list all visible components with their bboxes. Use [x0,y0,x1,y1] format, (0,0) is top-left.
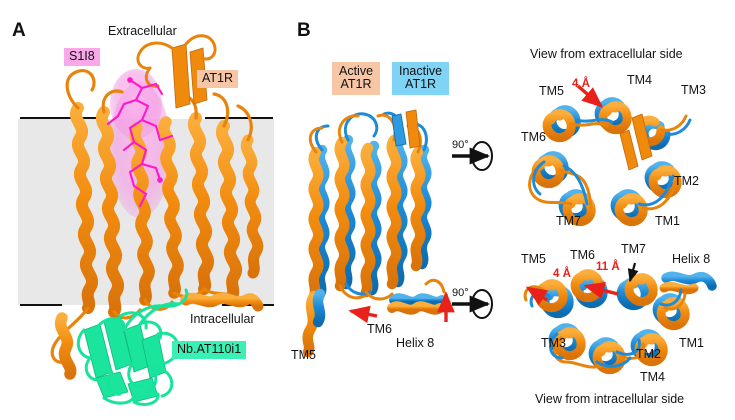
tag-at1r: AT1R [197,70,239,89]
panel-a-letter: A [12,20,26,41]
membrane-line-extracellular-right [205,117,273,119]
ec-label-tm7: TM7 [556,214,581,228]
rotation-label-top: 90° [452,139,469,151]
side-label-tm5: TM5 [291,348,316,362]
side-label-helix8: Helix 8 [396,336,435,350]
ic-label-helix8: Helix 8 [672,252,711,266]
ic-label-tm5: TM5 [521,252,546,266]
ec-label-tm2: TM2 [674,174,699,188]
membrane-line-intracellular-right [222,304,274,306]
membrane-line-extracellular [20,117,105,119]
ec-measure-4a: 4 Å [572,78,590,90]
legend-active-line1: Active [339,64,374,78]
ic-label-tm7: TM7 [621,242,646,256]
legend-inactive-at1r: Inactive AT1R [392,62,450,96]
side-view-arrows [348,291,455,324]
tag-nanobody: Nb.AT110i1 [172,341,247,360]
label-extracellular: Extracellular [108,24,177,38]
ic-label-tm2: TM2 [636,347,661,361]
ic-label-tm4: TM4 [640,370,665,384]
rotation-label-bottom: 90° [452,287,469,299]
ic-label-tm1: TM1 [679,336,704,350]
nanobody-structure [76,288,189,406]
legend-active-at1r: Active AT1R [332,62,381,96]
membrane-line-intracellular [20,304,62,306]
legend-inactive-line2: AT1R [405,77,437,92]
panel-b-letter: B [297,20,311,41]
legend-active-line2: AT1R [340,77,372,92]
ec-label-tm3: TM3 [681,83,706,97]
ic-label-tm6: TM6 [570,248,595,262]
ic-measure-4a: 4 Å [553,268,571,280]
intracellular-view-title: View from intracellular side [535,392,685,406]
label-intracellular: Intracellular [190,312,255,326]
side-view-superposition [302,109,455,358]
ec-label-tm4: TM4 [627,73,652,87]
extracellular-view-title: View from extracellular side [530,47,683,61]
side-label-tm6: TM6 [367,322,392,336]
ic-label-tm3: TM3 [541,336,566,350]
ic-measure-11a: 11 Å [596,261,620,273]
legend-inactive-line1: Inactive [399,64,443,78]
ec-label-tm6: TM6 [521,130,546,144]
membrane-band [18,119,274,305]
extracellular-view-structure [528,84,692,227]
ec-label-tm1: TM1 [655,214,680,228]
ec-label-tm5: TM5 [539,84,564,98]
tag-s1i8: S1I8 [64,48,100,67]
